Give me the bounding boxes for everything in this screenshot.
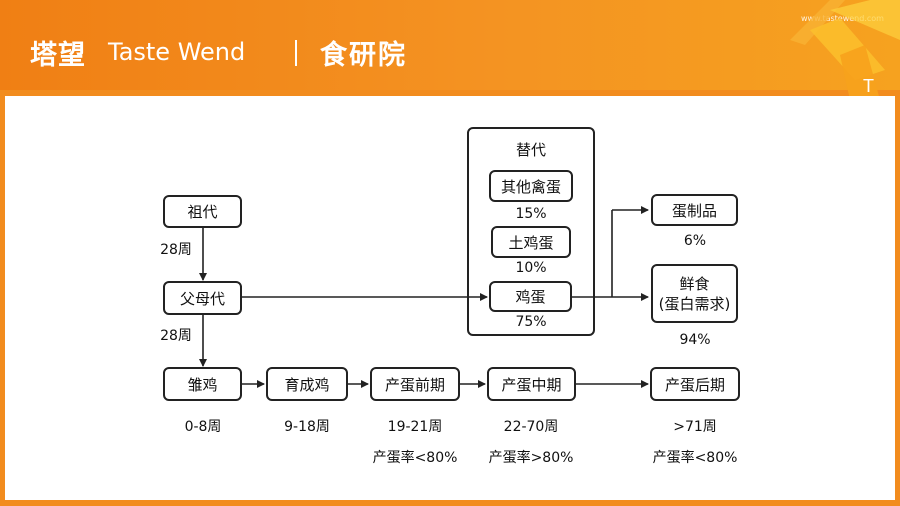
fresh-consumption-share: 94% xyxy=(679,332,711,348)
native-eggs-share: 10% xyxy=(515,260,547,276)
stage-early-laying-label: 产蛋前期 xyxy=(384,375,445,394)
stage-mid-laying-label: 产蛋中期 xyxy=(501,375,562,394)
fresh-consumption-box: 鲜食 (蛋白需求) xyxy=(651,264,738,323)
egg-products-share: 6% xyxy=(683,233,707,249)
native-eggs-label: 土鸡蛋 xyxy=(508,233,554,252)
stage-late-laying-period: >71周 xyxy=(673,419,717,435)
brand-divider xyxy=(295,40,297,66)
stage-grower-period: 9-18周 xyxy=(284,419,330,435)
grandparent-duration: 28周 xyxy=(160,242,192,258)
fresh-consumption-note: (蛋白需求) xyxy=(658,294,731,313)
grandparent-box: 祖代 xyxy=(163,195,242,228)
stage-chick-box: 雏鸡 xyxy=(163,367,242,401)
header-bar: 塔望 Taste Wend 食研院 www.tastewend.com T xyxy=(0,0,900,100)
fresh-consumption-label: 鲜食 xyxy=(679,274,710,293)
substitute-title: 替代 xyxy=(515,141,547,159)
corner-logo-decoration: T xyxy=(790,0,900,100)
grandparent-label: 祖代 xyxy=(187,203,218,221)
other-poultry-eggs-label: 其他禽蛋 xyxy=(500,177,561,196)
stage-late-laying-rate: 产蛋率<80% xyxy=(652,450,738,466)
other-poultry-eggs-box: 其他禽蛋 xyxy=(489,170,573,202)
stage-mid-laying-period: 22-70周 xyxy=(503,419,559,435)
stage-grower-box: 育成鸡 xyxy=(266,367,348,401)
chicken-eggs-share: 75% xyxy=(515,314,547,330)
stage-early-laying-period: 19-21周 xyxy=(387,419,443,435)
chicken-eggs-box: 鸡蛋 xyxy=(489,281,572,312)
parent-label: 父母代 xyxy=(179,289,225,308)
corner-logo-letter: T xyxy=(863,76,874,96)
native-eggs-box: 土鸡蛋 xyxy=(491,226,571,258)
other-poultry-share: 15% xyxy=(515,206,547,222)
stage-grower-label: 育成鸡 xyxy=(284,375,330,394)
chicken-eggs-label: 鸡蛋 xyxy=(515,288,546,306)
egg-products-box: 蛋制品 xyxy=(651,194,738,226)
stage-late-laying-label: 产蛋后期 xyxy=(664,375,725,394)
stage-chick-label: 雏鸡 xyxy=(187,375,218,394)
stage-mid-laying-box: 产蛋中期 xyxy=(487,367,576,401)
content-panel xyxy=(5,96,895,500)
brand-english-name: Taste Wend xyxy=(108,38,246,66)
brand-chinese-name: 塔望 xyxy=(30,40,86,71)
substitute-group-box xyxy=(467,127,595,336)
institute-name: 食研院 xyxy=(320,40,407,71)
stage-early-laying-rate: 产蛋率<80% xyxy=(372,450,458,466)
parent-duration: 28周 xyxy=(160,328,192,344)
stage-chick-period: 0-8周 xyxy=(184,419,222,435)
stage-late-laying-box: 产蛋后期 xyxy=(650,367,740,401)
website-url: www.tastewend.com xyxy=(801,14,884,23)
stage-mid-laying-rate: 产蛋率>80% xyxy=(488,450,574,466)
egg-products-label: 蛋制品 xyxy=(671,201,717,220)
parent-box: 父母代 xyxy=(163,281,242,315)
stage-early-laying-box: 产蛋前期 xyxy=(370,367,460,401)
